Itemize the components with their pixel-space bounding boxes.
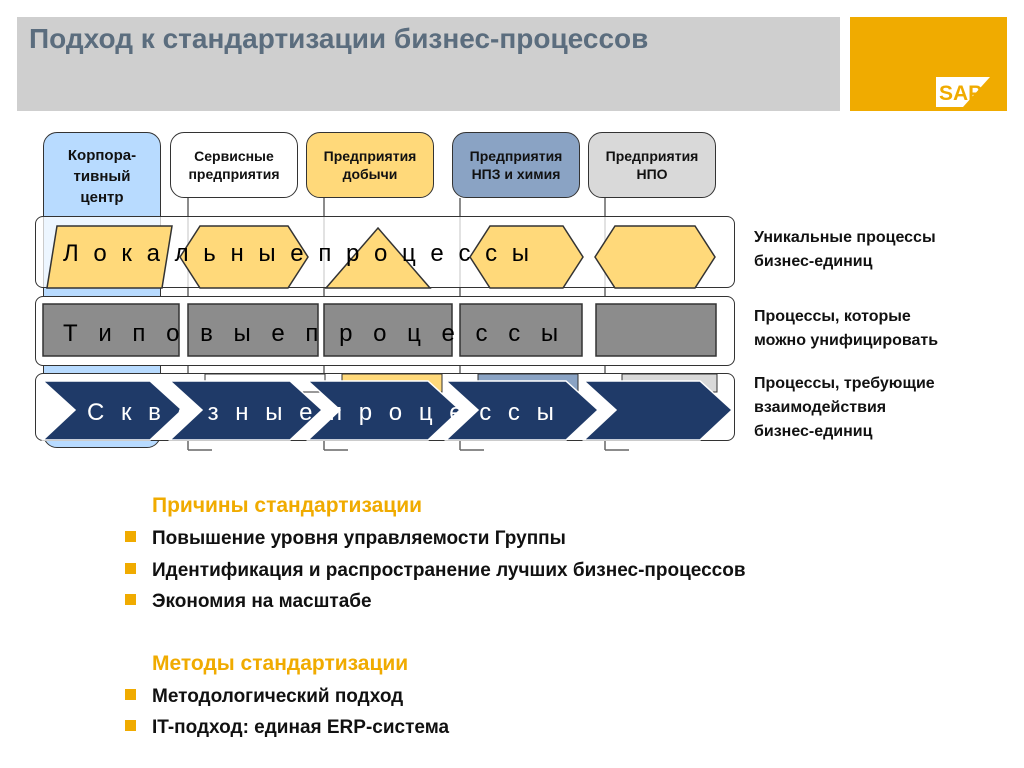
bullet-square-icon [125, 563, 136, 574]
reason-item: Идентификация и распространение лучших б… [125, 560, 746, 582]
reasons-heading: Причины стандартизации [152, 494, 423, 517]
title-bar: Подход к стандартизации бизнес-процессов [17, 17, 840, 111]
slide-title: Подход к стандартизации бизнес-процессов [29, 23, 649, 54]
note-end-to-end: Процессы, требующие взаимодействия бизне… [754, 375, 935, 440]
svg-text:SAP: SAP [939, 82, 982, 105]
reason-item: Экономия на масштабе [125, 591, 372, 613]
logo-box: SAP [850, 17, 1007, 111]
column-service: Сервисные предприятия [170, 132, 298, 198]
column-npo: Предприятия НПО [588, 132, 716, 198]
bullet-square-icon [125, 720, 136, 731]
bullet-square-icon [125, 594, 136, 605]
note-local: Уникальные процессы бизнес-единиц [754, 229, 936, 270]
column-label-corporate: Корпора- тивный центр [67, 147, 137, 206]
band-end-to-end-label: С к в о з н ы е п р о ц е с с ы [87, 399, 555, 426]
reason-item: Повышение уровня управляемости Группы [125, 528, 566, 550]
band-local-label: Л о к а л ь н ы е п р о ц е с с ы [63, 240, 531, 267]
bullet-square-icon [125, 689, 136, 700]
column-extraction: Предприятия добычи [306, 132, 434, 198]
band-typical-label: Т и п о в ы е п р о ц е с с ы [63, 320, 561, 347]
sap-logo: SAP [936, 77, 990, 107]
methods-heading: Методы стандартизации [152, 652, 409, 675]
bullet-square-icon [125, 531, 136, 542]
note-typical: Процессы, которые можно унифицировать [754, 308, 939, 349]
column-refinery-chemistry: Предприятия НПЗ и химия [452, 132, 580, 198]
method-item: IT-подход: единая ERP-система [125, 717, 449, 739]
method-item: Методологический подход [125, 686, 403, 708]
